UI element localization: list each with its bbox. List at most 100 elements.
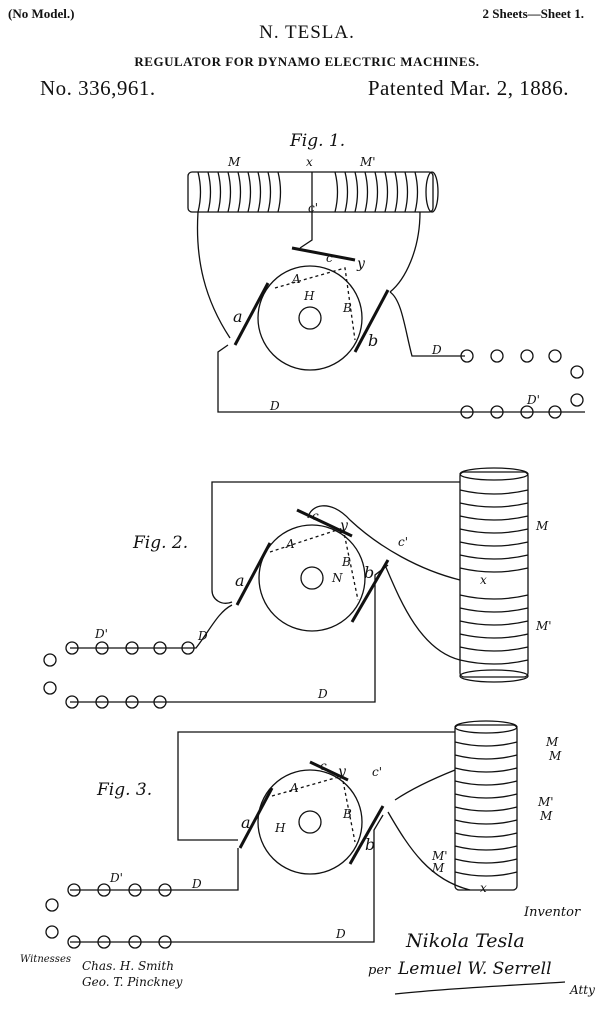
fig3-coils (454, 741, 518, 877)
fig1-label-c: c (326, 251, 333, 265)
fig3-magnet-core (454, 724, 518, 891)
sheet-number: 2 Sheets—Sheet 1. (482, 6, 584, 21)
fig1-label-b-upper: B (342, 301, 352, 315)
fig2-label-b: b (364, 563, 374, 582)
fig2-core-bottom (459, 669, 529, 683)
fig1-label-b: b (368, 331, 378, 350)
fig3-label-b: b (365, 835, 375, 854)
fig1-wire-left (196, 211, 231, 339)
fig3-commutator (257, 769, 363, 875)
fig2-commutator (258, 524, 366, 632)
fig2-label-a-upper: A (285, 537, 295, 551)
fig3-label-c: c (320, 759, 327, 773)
fig2-label-d: D (197, 629, 208, 643)
fig3-label-m4: M (431, 861, 445, 875)
fig3-label-h: H (274, 821, 286, 835)
fig3-brush-b (348, 805, 385, 865)
fig1-label-m-prime: M' (359, 155, 376, 169)
fig1-label-y: y (356, 256, 366, 272)
inventor-heading: N. TESLA. (259, 22, 355, 43)
fig2-coil-m (459, 489, 529, 573)
fig3-label-m1: M (545, 735, 559, 749)
fig3-label-m-prime2: M' (431, 849, 448, 863)
fig1-commutator (257, 265, 363, 371)
fig1-label-d-prime: D' (526, 393, 540, 407)
fig2-magnet-core (459, 471, 529, 678)
fig2-label-m-prime: M' (535, 619, 552, 633)
fig1-wire-right (389, 211, 421, 293)
fig2-hub (300, 566, 324, 590)
fig1-label: Fig. 1. (289, 131, 345, 151)
fig2-label-n: N (331, 571, 343, 585)
fig2-coil-m-prime (459, 594, 529, 665)
fig3-brush-a (238, 787, 274, 849)
fig1-coil-m-prime (334, 171, 419, 213)
fig2-label-d2: D (317, 687, 328, 701)
attorney-signature: Lemuel W. Serrell (397, 959, 552, 979)
fig2-label-c-prime: c' (398, 535, 408, 549)
inventor-label: Inventor (523, 905, 581, 920)
fig3-label-b-upper: B (342, 807, 352, 821)
fig2-wire-bottom (384, 564, 461, 661)
fig3-label-x: x (480, 881, 487, 895)
fig3-circuit-lower (70, 814, 384, 943)
fig1-circuit-right (389, 291, 465, 357)
fig3-label-m3: M (539, 809, 553, 823)
witness-1-signature: Chas. H. Smith (82, 959, 174, 973)
fig2-core-top (459, 467, 529, 481)
fig2-label-x: x (480, 573, 487, 587)
fig1-coil-m (197, 171, 282, 213)
fig1-label-x: x (306, 155, 313, 169)
fig3-wire-cprime (394, 769, 456, 801)
fig3-label-m2: M (548, 749, 562, 763)
fig1-label-h: H (303, 289, 315, 303)
fig2-wire-cprime (307, 505, 461, 581)
fig3-label-m-prime: M' (537, 795, 554, 809)
fig1-label-c-prime: c' (308, 201, 318, 215)
fig1-brush-b (353, 289, 390, 353)
per-label: per (368, 963, 391, 978)
fig2-diameter (269, 527, 359, 601)
fig3-circuit-upper (70, 848, 239, 891)
fig3-label-d2: D (335, 927, 346, 941)
attorney-underline (394, 981, 566, 995)
witness-2-signature: Geo. T. Pinckney (82, 975, 183, 989)
fig2-label-m: M (535, 519, 549, 533)
fig1-label-m: M (227, 155, 241, 169)
fig3-brush-c (309, 760, 349, 782)
patent-date: Patented Mar. 2, 1886. (367, 76, 569, 100)
figure-1: Fig. 1. M x M' c (187, 131, 585, 419)
fig1-brush-c (291, 246, 356, 262)
fig3-wire-bottom (387, 811, 471, 891)
fig3-label-y: y (337, 764, 347, 780)
inventor-signature: Nikola Tesla (405, 930, 525, 952)
fig2-label-y: y (339, 518, 349, 534)
patent-number: No. 336,961. (40, 76, 156, 100)
fig1-magnet-core (187, 171, 434, 213)
fig1-lamps (460, 349, 584, 419)
fig3-label-d: D (191, 877, 202, 891)
fig3-label: Fig. 3. (96, 780, 152, 800)
fig3-hub (298, 810, 322, 834)
fig1-label-a: a (233, 307, 243, 326)
fig1-wire-cprime (299, 172, 313, 249)
fig1-diameter (274, 267, 356, 341)
signature-block: Witnesses Chas. H. Smith Geo. T. Pinckne… (20, 905, 595, 997)
fig2-wire-top (211, 481, 460, 604)
fig3-lamps (45, 883, 172, 949)
witnesses-label: Witnesses (20, 954, 71, 965)
fig1-label-d: D (431, 343, 442, 357)
fig2-lamps (43, 641, 195, 709)
fig1-brush-a (233, 282, 270, 346)
fig3-label-a-upper: A (289, 781, 299, 795)
fig2-label-d-prime: D' (94, 627, 108, 641)
fig2-circuit-upper (70, 604, 233, 649)
fig3-core-top (454, 720, 518, 734)
fig2-brush-c (296, 508, 353, 538)
fig3-label-c-prime: c' (372, 765, 382, 779)
fig1-core-end (425, 171, 439, 213)
fig2-circuit-lower (70, 564, 389, 703)
figure-3: Fig. 3. c y c' A H B a b M (45, 720, 562, 949)
fig2-brush-a (235, 542, 272, 606)
